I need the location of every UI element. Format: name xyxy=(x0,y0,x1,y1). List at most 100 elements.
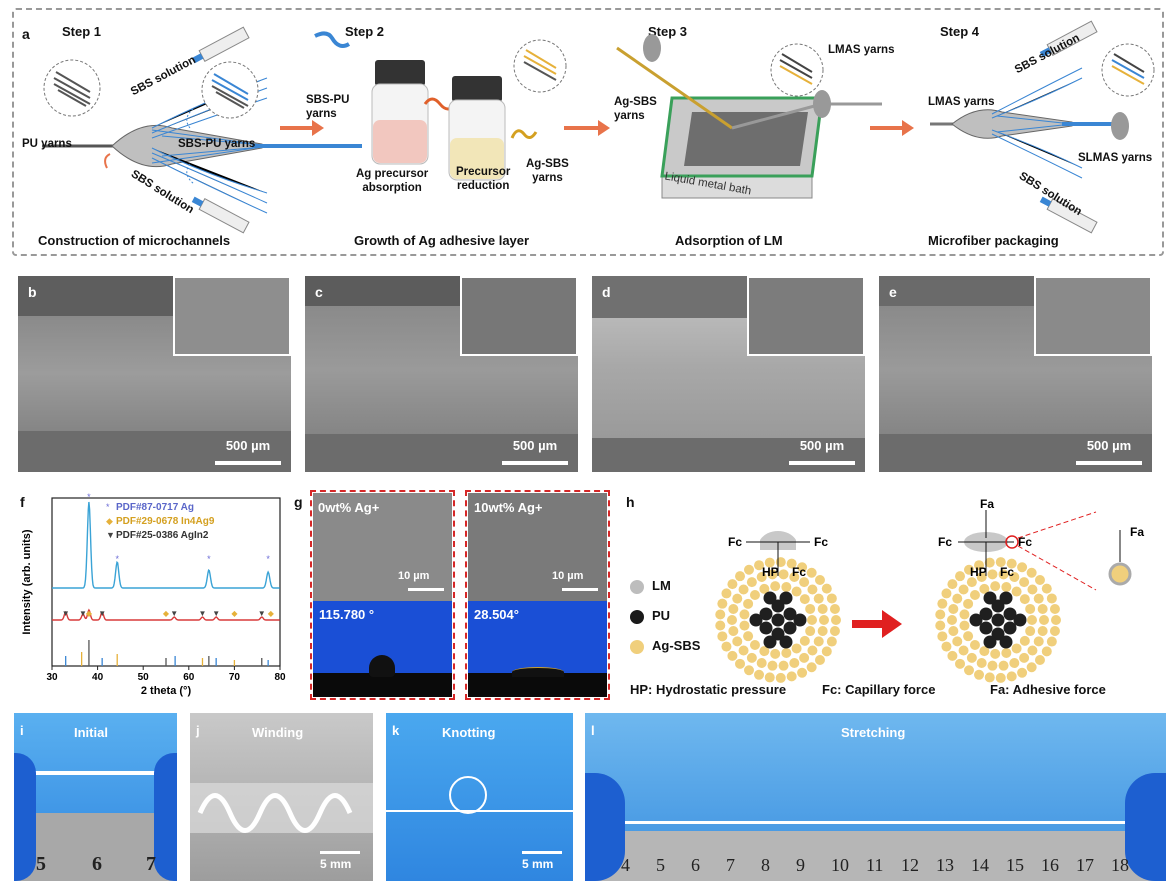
left-bundle-ag-sbs-fiber xyxy=(756,658,767,669)
left-bundle-ag-sbs-fiber xyxy=(805,626,816,637)
left-bundle-ag-sbs-fiber xyxy=(814,574,825,585)
ruler-number: 5 xyxy=(656,855,665,875)
right-bundle-ag-sbs-fiber xyxy=(955,658,966,669)
ag-peak-marker: * xyxy=(115,554,119,564)
right-bundle-pu-fiber xyxy=(983,591,997,605)
legend-marker: ▼ xyxy=(106,530,115,540)
left-bundle-ag-sbs-fiber xyxy=(746,652,757,663)
left-bundle-ag-sbs-fiber xyxy=(799,635,810,646)
right-bundle-ag-sbs-fiber xyxy=(969,640,980,651)
contact-angle-0wt: 115.780 ° xyxy=(313,601,452,697)
step2-ag-precursor: Ag precursor absorption xyxy=(356,168,429,194)
left-bundle-ag-sbs-fiber xyxy=(744,564,754,575)
panel-g-left-frame xyxy=(310,490,455,700)
left-bundle-ag-sbs-fiber xyxy=(754,669,765,680)
right-bundle-ag-sbs-fiber xyxy=(979,646,990,657)
right-bundle-ag-sbs-fiber xyxy=(1025,603,1036,614)
ruler-number: 14 xyxy=(971,855,989,875)
right-bundle-pu-fiber xyxy=(979,621,993,635)
right-bundle-ag-sbs-fiber xyxy=(1019,635,1030,646)
left-bundle-ag-sbs-fiber xyxy=(754,560,765,571)
left-bundle-ag-sbs-fiber xyxy=(744,665,754,676)
scale-bar xyxy=(408,588,444,591)
left-bundle-ag-sbs-fiber xyxy=(813,593,824,604)
right-bundle-ag-sbs-fiber xyxy=(937,598,948,609)
right-bundle-ag-sbs-fiber xyxy=(1026,662,1037,673)
series-in4ag9-line xyxy=(52,608,280,621)
right-bundle-ag-sbs-fiber xyxy=(1009,658,1020,669)
right-bundle-ag-sbs-fiber xyxy=(1037,603,1048,614)
sem-panel-e: e 500 µm xyxy=(879,276,1152,472)
fc-label: Fc xyxy=(814,535,828,549)
right-bundle-ag-sbs-fiber xyxy=(952,593,963,604)
in4ag9-peak-marker: ◆ xyxy=(86,609,93,618)
packaging-step4-diagram xyxy=(930,20,1155,234)
scale-label: 10 µm xyxy=(552,570,584,582)
right-bundle-ag-sbs-fiber xyxy=(1027,615,1037,625)
ruler-number: 7 xyxy=(726,855,735,875)
right-bundle-ag-sbs-fiber xyxy=(1049,625,1060,636)
legend-entry: PDF#87-0717 Ag xyxy=(116,502,194,513)
left-bundle-pu-fiber xyxy=(763,591,777,605)
left-bundle-ag-sbs-fiber xyxy=(717,631,728,642)
left-bundle-ag-sbs-fiber xyxy=(759,583,770,594)
right-bundle-ag-sbs-fiber xyxy=(969,589,980,600)
left-bundle-ag-sbs-fiber xyxy=(789,571,800,582)
left-bundle-ag-sbs-fiber xyxy=(764,557,775,568)
left-bundle-pu-fiber xyxy=(759,607,773,621)
left-bundle-pu-fiber xyxy=(779,635,793,649)
left-bundle-ag-sbs-fiber xyxy=(727,650,738,661)
fc-label: Fc xyxy=(1018,535,1032,549)
scale-label: 500 µm xyxy=(799,438,845,453)
in4ag9-peak-marker: ◆ xyxy=(268,609,275,618)
panel-f-letter: f xyxy=(20,494,25,510)
right-bundle-ag-sbs-fiber xyxy=(948,603,959,614)
right-bundle-ag-sbs-fiber xyxy=(995,557,1006,568)
left-bundle-ag-sbs-fiber xyxy=(738,584,749,595)
right-bundle-ag-sbs-fiber xyxy=(947,615,957,625)
left-bundle-pu-fiber xyxy=(771,627,785,641)
in4ag9-peak-marker: ◆ xyxy=(231,609,238,618)
right-bundle-ag-sbs-fiber xyxy=(952,636,963,647)
left-bundle-ag-sbs-fiber xyxy=(717,598,728,609)
step-2-label: Step 2 xyxy=(345,24,385,39)
panel-g-right-frame xyxy=(465,490,610,700)
left-bundle-ag-sbs-fiber xyxy=(826,636,837,647)
scale-label: 5 mm xyxy=(320,857,352,871)
right-bundle-ag-sbs-fiber xyxy=(1019,577,1030,588)
right-bundle-ag-sbs-fiber xyxy=(964,564,974,575)
step-3-label: Step 3 xyxy=(648,24,688,39)
label-0wt: 0wt% Ag+ xyxy=(318,500,380,515)
lm-droplet-left xyxy=(760,530,796,550)
step4-slmas-yarns: SLMAS yarns xyxy=(1078,152,1153,164)
series-ag-line xyxy=(52,501,280,589)
agin2-peak-marker: ▼ xyxy=(170,609,178,618)
right-bundle-ag-sbs-fiber xyxy=(1011,643,1022,654)
right-bundle-ag-sbs-fiber xyxy=(984,557,995,568)
photo-stretching-title: Stretching xyxy=(841,725,906,740)
right-bundle-pu-fiber xyxy=(983,635,997,649)
right-bundle-ag-sbs-fiber xyxy=(958,584,969,595)
right-bundle-ag-sbs-fiber xyxy=(941,588,952,599)
scale-bar xyxy=(1076,461,1142,465)
right-bundle-ag-sbs-fiber xyxy=(979,583,990,594)
left-bundle-pu-fiber xyxy=(771,613,785,627)
right-bundle-ag-sbs-fiber xyxy=(974,669,985,680)
legend-entry: PDF#29-0678 In4Ag9 xyxy=(116,516,215,527)
left-bundle-ag-sbs-fiber xyxy=(743,598,754,609)
left-bundle-pu-fiber xyxy=(759,621,773,635)
in4ag9-peak-marker: ◆ xyxy=(163,609,170,618)
ag-peak-marker: * xyxy=(87,492,91,502)
right-bundle-ag-sbs-fiber xyxy=(974,560,985,571)
agin2-peak-marker: ▼ xyxy=(98,609,106,618)
left-bundle-ag-sbs-fiber xyxy=(831,615,841,625)
left-bundle-ag-sbs-fiber xyxy=(789,658,800,669)
right-bundle-ag-sbs-fiber xyxy=(998,660,1009,671)
ag-peak-marker: * xyxy=(207,554,211,564)
scale-bar xyxy=(789,461,855,465)
hp-label: HP xyxy=(970,565,987,579)
panel-a-letter: a xyxy=(22,26,30,42)
right-bundle-ag-sbs-fiber xyxy=(998,569,1009,580)
right-bundle-ag-sbs-fiber xyxy=(976,571,987,582)
